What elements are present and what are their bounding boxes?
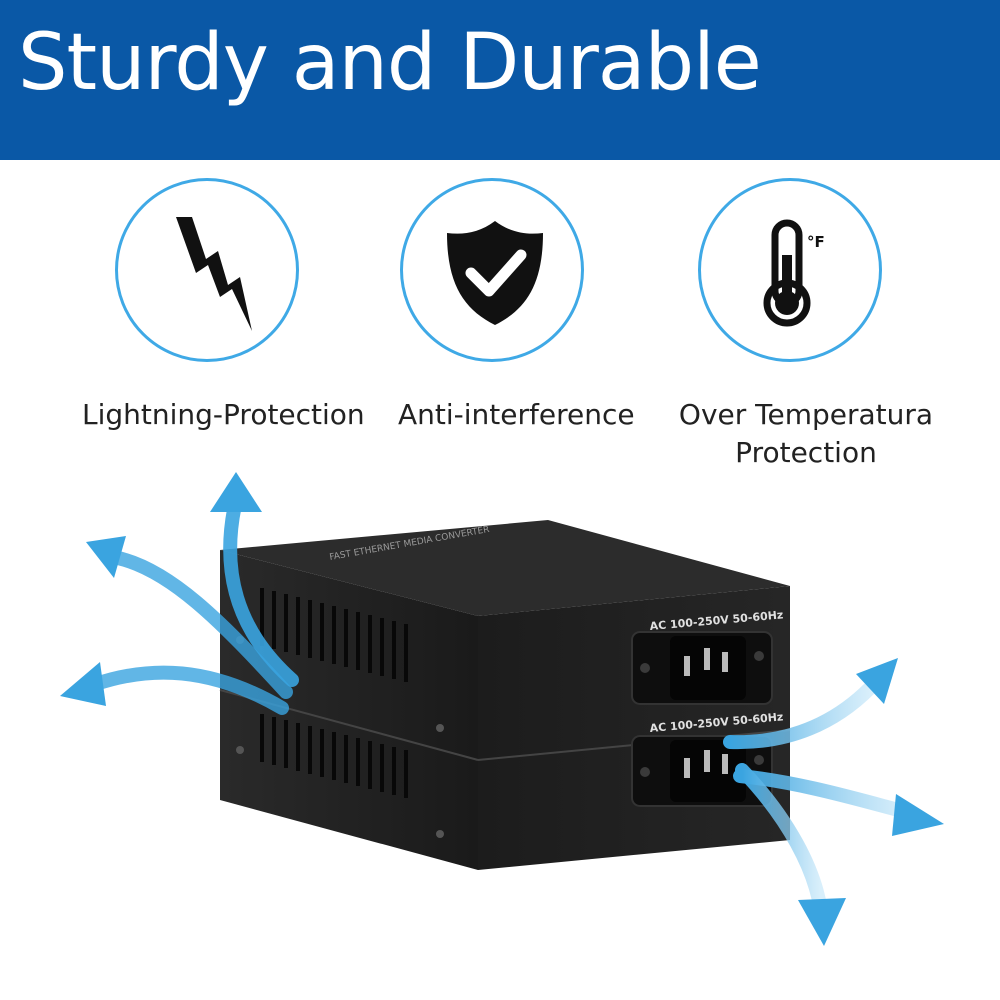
airflow-arrow-right-up	[723, 681, 877, 750]
feature-label-anti-interference: Anti-interference	[398, 398, 635, 431]
feature-lightning-circle	[115, 178, 299, 362]
feature-label-over-temperature: Over Temperatura Protection	[670, 396, 942, 472]
power-socket-top	[631, 631, 773, 705]
feature-label-line2: Protection	[735, 436, 877, 469]
thermometer-icon: °F	[763, 219, 825, 327]
lightning-icon	[176, 217, 252, 331]
airflow-arrow-down	[735, 763, 827, 913]
airflow-arrow-left	[89, 665, 289, 715]
fahrenheit-unit: °F	[807, 233, 825, 251]
feature-label-lightning: Lightning-Protection	[82, 398, 365, 431]
bottom-box-vents	[260, 714, 408, 798]
shield-check-icon	[447, 221, 543, 325]
feature-shield-circle	[400, 178, 584, 362]
media-converter-illustration: FAST ETHERNET MEDIA CONVERTER	[60, 472, 944, 946]
title-banner: Sturdy and Durable	[0, 0, 1000, 160]
airflow-arrow-upper-left	[111, 551, 293, 699]
airflow-arrows	[60, 472, 944, 946]
page-title: Sturdy and Durable	[18, 18, 762, 108]
airflow-arrow-right	[733, 769, 913, 819]
feature-label-line1: Over Temperatura	[678, 398, 934, 431]
power-socket-bottom	[631, 735, 773, 807]
feature-thermometer-circle: °F	[698, 178, 882, 362]
top-box-lid	[220, 520, 790, 616]
airflow-arrow-up	[223, 493, 299, 687]
